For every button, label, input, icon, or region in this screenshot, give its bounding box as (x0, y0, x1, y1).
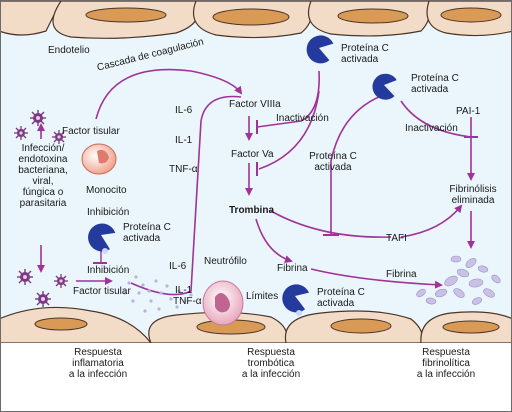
protein-tip (102, 248, 302, 316)
fibrinolytic-response-caption: Respuesta fibrinolítica a la infección (416, 347, 476, 380)
fibrinolysis-label: Fibrinólisis eliminada (449, 184, 497, 206)
inhibition-label-1: Inhibición (87, 207, 130, 218)
inhibition-bars (93, 120, 478, 264)
bottom-endothelium (1, 306, 511, 344)
inflammatory-response-caption: Respuesta inflamatoria a la infección (68, 347, 128, 380)
endothelium-label: Endotelio (48, 45, 90, 56)
thrombin-label: Trombina (229, 205, 275, 216)
protein-c-right-label: Proteína C activada (411, 73, 459, 95)
il1-top: IL-1 (175, 135, 193, 146)
limits-label: Límites (246, 291, 279, 302)
infection-label: Infección/ endotoxina bacteriana, viral,… (18, 143, 68, 209)
response-captions: Respuesta inflamatoria a la infección Re… (1, 343, 511, 411)
il6-bottom: IL-6 (169, 261, 187, 272)
neutrophil-label: Neutrófilo (204, 256, 247, 267)
cytokine-dots (123, 275, 193, 313)
factor-tisular-top: Factor tisular (62, 126, 120, 137)
monocyte-label: Monocito (86, 185, 127, 196)
tnf-top: TNF-α (169, 164, 198, 175)
thrombotic-response-caption: Respuesta trombótica a la infección (241, 347, 301, 380)
protein-c-top-label: Proteína C activada (341, 43, 389, 65)
factor-viiia-label: Factor VIIIa (229, 99, 281, 110)
top-endothelium (1, 1, 511, 39)
fibrin-mesh-icon (416, 255, 501, 305)
il1-bottom: IL-1 (175, 285, 193, 296)
tafi-label: TAFI (386, 233, 407, 244)
il-loop-arrow (130, 95, 242, 296)
neutrophil-icon (202, 280, 244, 326)
factor-va-label: Factor Va (231, 149, 274, 160)
fibrin-label-1: Fibrina (277, 263, 308, 274)
cascade-arrow (95, 68, 243, 120)
inactivation-label-2: Inactivación (405, 123, 458, 134)
fibrin-label-2: Fibrina (386, 269, 417, 280)
factor-tisular-bottom: Factor tisular (73, 286, 131, 297)
protein-c-left-label: Proteína C activada (123, 222, 171, 244)
protein-c-bottom-label: Proteína C activada (317, 287, 365, 309)
monocyte-icon (81, 143, 117, 175)
pacman-protein-icon (88, 35, 397, 313)
pathway-arrows (37, 68, 475, 296)
il6-top: IL-6 (175, 105, 193, 116)
tnf-bottom: TNF-α (173, 296, 202, 307)
inhibition-label-2: Inhibición (87, 265, 130, 276)
protein-c-mid-label: Proteína C activada (309, 151, 357, 173)
pai-label: PAI-1 (456, 106, 481, 117)
inactivation-label-1: Inactivación (276, 113, 329, 124)
virus-icon (14, 110, 68, 307)
